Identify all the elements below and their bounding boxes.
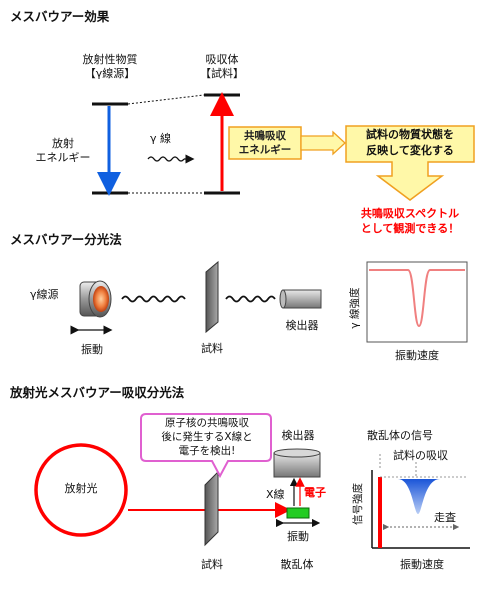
sample-label: 試料 <box>201 342 223 355</box>
speech-bubble <box>140 413 272 479</box>
bubble-line2: 後に発生するX線と <box>161 431 253 443</box>
absorber-energy-levels <box>204 92 240 195</box>
mossbauer-spectrum-frame <box>366 261 468 343</box>
absorber-label-line1: 吸収体 <box>205 53 239 66</box>
scatterer-signal-label: 散乱体の信号 <box>367 429 433 442</box>
section2-title: メスバウアー分光法 <box>10 232 122 247</box>
section3-vibration-label: 振動 <box>287 530 309 543</box>
mossbauer-spectrum-line <box>369 269 465 328</box>
result-label-line1: 共鳴吸収スペクトル <box>360 207 460 220</box>
source-label-line1: 放射性物質 <box>82 53 138 66</box>
detector-icon <box>273 448 321 478</box>
bubble-line1: 原子核の共鳴吸収 <box>165 417 249 429</box>
scan-label: 走査 <box>434 511 456 524</box>
chart2-y-label: 信号強度 <box>351 483 364 526</box>
bubble-line3: 電子を検出! <box>178 445 236 457</box>
gamma-wave-1 <box>121 295 186 303</box>
right-arrow-icon <box>300 130 346 156</box>
xray-label: X線 <box>266 488 285 501</box>
source-label-line2: 【γ線源】 <box>84 67 136 80</box>
sample-plate-icon <box>204 470 219 547</box>
wavy-arrow-icon <box>147 156 185 162</box>
gamma-source-label: γ線源 <box>30 288 59 301</box>
emission-label-line1: 放射 <box>52 137 74 150</box>
resonance-label-line1: 共鳴吸収 <box>244 130 286 142</box>
section3-detector-label: 検出器 <box>281 429 315 442</box>
sample-absorption-peak <box>398 479 440 514</box>
scatterer-label: 散乱体 <box>280 558 314 571</box>
chart2-x-label: 振動速度 <box>400 558 444 571</box>
state-label-line2: 反映して変化する <box>366 144 454 157</box>
absorber-label-line2: 【試料】 <box>200 67 244 80</box>
gamma-source-icon <box>79 280 112 318</box>
section3-title: 放射光メスバウアー吸収分光法 <box>10 385 185 400</box>
detector-label: 検出器 <box>285 319 319 332</box>
source-energy-levels <box>92 102 128 196</box>
chart1-x-label: 振動速度 <box>395 349 439 362</box>
synchrotron-ring-icon <box>34 443 128 537</box>
resonance-label-line2: エネルギー <box>238 144 292 156</box>
chart1-y-label: γ 線強度 <box>348 287 361 329</box>
gamma-ray-label: γ 線 <box>150 132 172 145</box>
state-label-line1: 試料の物質状態を <box>366 128 454 141</box>
scatterer-icon <box>286 507 310 519</box>
vibration-label: 振動 <box>81 343 103 356</box>
sample-plate-icon <box>205 260 219 334</box>
sample-absorption-label: 試料の吸収 <box>393 449 448 462</box>
emission-label-line2: エネルギー <box>35 151 91 164</box>
electron-label: 電子 <box>304 486 326 499</box>
section3-sample-label: 試料 <box>201 558 223 571</box>
gamma-wave-2 <box>225 295 276 303</box>
level-connector-top <box>127 94 205 105</box>
result-label-line2: として観測できる！ <box>360 222 460 235</box>
synchrotron-label: 放射光 <box>64 482 98 495</box>
detector-icon <box>279 289 322 309</box>
section1-title: メスバウアー効果 <box>10 9 110 24</box>
state-callout-arrow <box>345 125 475 201</box>
